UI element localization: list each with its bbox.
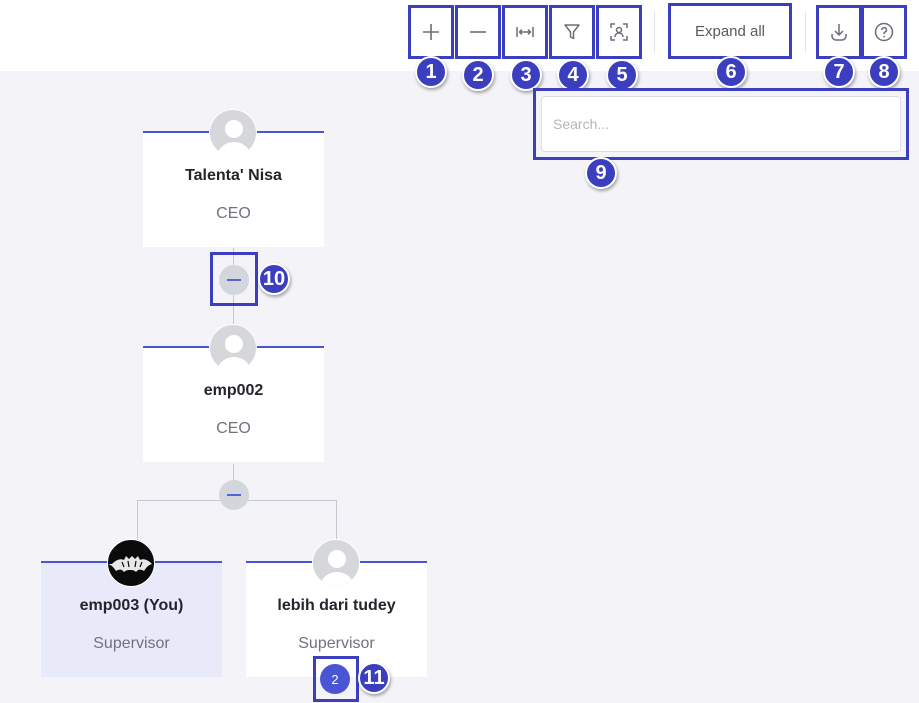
filter-icon (564, 24, 580, 40)
collapse-toggle-root[interactable] (219, 265, 249, 295)
node-name: Talenta' Nisa (185, 167, 282, 184)
filter-button[interactable] (549, 5, 595, 59)
marker-badge: 10 (258, 263, 290, 295)
marker-badge: 4 (557, 59, 589, 91)
search-container (533, 88, 909, 160)
minus-icon (227, 494, 241, 496)
fit-to-screen-button[interactable] (502, 5, 548, 59)
connector-line (336, 500, 337, 540)
default-avatar-icon (312, 539, 360, 587)
connector-line (233, 294, 234, 346)
locate-user-icon (610, 23, 628, 41)
custom-avatar-icon (107, 539, 155, 587)
highlight-frame (313, 656, 359, 702)
node-role: Supervisor (298, 635, 375, 652)
marker-badge: 3 (510, 59, 542, 91)
locate-me-button[interactable] (596, 5, 642, 59)
connector-line (233, 248, 234, 266)
help-button[interactable] (861, 5, 907, 59)
marker-badge: 11 (358, 662, 390, 694)
download-icon (831, 24, 847, 41)
node-name: lebih dari tudey (277, 597, 396, 614)
download-button[interactable] (816, 5, 862, 59)
connector-line (233, 464, 234, 480)
default-avatar-icon (209, 109, 257, 157)
marker-badge: 7 (823, 56, 855, 88)
toolbar-divider (654, 12, 655, 52)
node-name: emp003 (You) (79, 597, 184, 614)
marker-badge: 2 (462, 59, 494, 91)
plus-icon (423, 24, 439, 40)
collapse-toggle-level2[interactable] (219, 480, 249, 510)
minus-icon (470, 31, 486, 33)
node-role: CEO (216, 205, 251, 222)
expand-all-button[interactable]: Expand all (668, 3, 792, 59)
marker-badge: 8 (868, 56, 900, 88)
toolbar-divider (805, 12, 806, 52)
fit-width-icon (516, 27, 534, 37)
connector-line (137, 500, 138, 540)
node-name: emp002 (203, 382, 264, 399)
zoom-in-button[interactable] (408, 5, 454, 59)
expand-children-count-button[interactable]: 2 (320, 664, 350, 694)
node-role: Supervisor (93, 635, 170, 652)
search-input[interactable] (541, 96, 901, 152)
help-icon (874, 22, 894, 42)
marker-badge: 5 (606, 59, 638, 91)
minus-icon (227, 279, 241, 281)
marker-badge: 1 (415, 56, 447, 88)
default-avatar-icon (209, 324, 257, 372)
marker-badge: 9 (585, 157, 617, 189)
node-role: CEO (216, 420, 251, 437)
highlight-frame (210, 252, 258, 306)
marker-badge: 6 (715, 56, 747, 88)
zoom-out-button[interactable] (455, 5, 501, 59)
